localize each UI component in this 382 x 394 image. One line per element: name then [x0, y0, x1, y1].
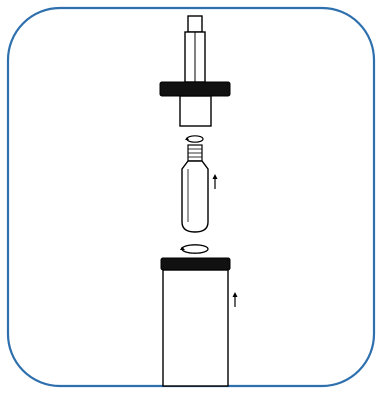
- canister-icon: [160, 257, 231, 387]
- rotate-arrow-icon: [185, 135, 204, 143]
- cap-icon: [159, 81, 231, 127]
- up-arrow-icon: [232, 292, 238, 307]
- plunger-icon: [184, 15, 206, 83]
- bulb-icon: [181, 144, 209, 233]
- rotate-arrow-icon: [180, 244, 209, 254]
- up-arrow-icon: [212, 174, 218, 189]
